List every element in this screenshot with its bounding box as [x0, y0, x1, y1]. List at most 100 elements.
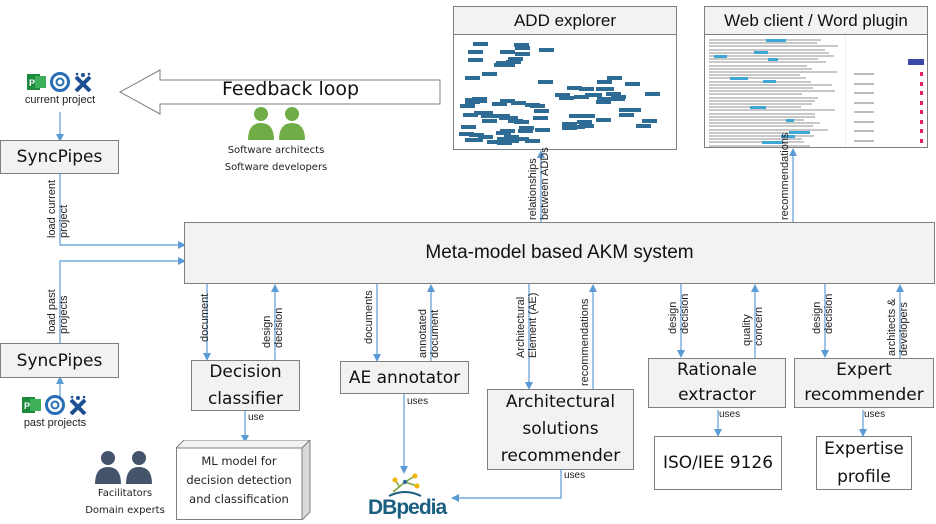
graph-node: [486, 139, 502, 144]
graph-node: [561, 122, 577, 127]
graph-node: [503, 138, 519, 143]
web-client-title: Web client / Word plugin: [705, 7, 927, 35]
doc-text-line: [709, 45, 838, 48]
current-project-icons: P: [27, 72, 93, 92]
graph-node: [566, 86, 582, 91]
doc-text-line: [709, 141, 805, 144]
doc-highlight: [761, 140, 784, 144]
doc-highlight: [762, 80, 777, 84]
current-project-caption: current project: [24, 94, 96, 106]
graph-node: [534, 109, 550, 114]
doc-text-line: [709, 125, 813, 128]
graph-node: [467, 50, 483, 54]
doc-highlight: [754, 51, 769, 55]
graph-node: [468, 138, 484, 143]
doc-text-line: [709, 80, 812, 83]
graph-node: [576, 120, 592, 125]
domain-team-icon: [95, 451, 152, 484]
doc-highlight: [713, 54, 727, 58]
sidebar-row: [854, 73, 874, 75]
add-explorer-panel: ADD explorer: [453, 6, 677, 150]
sidebar-row: [854, 120, 874, 123]
edge-load-past: [59, 257, 186, 343]
web-client-document: [705, 35, 845, 147]
doc-text-line: [709, 119, 805, 121]
edge-load-current: [59, 173, 186, 249]
graph-node: [503, 135, 519, 140]
graph-node: [515, 51, 531, 56]
edge-uses-dbpedia-2: [451, 470, 562, 502]
doc-text-line: [709, 131, 809, 134]
uses-label-rationale-extractor: uses: [719, 409, 741, 420]
graph-node: [463, 113, 479, 118]
graph-node: [477, 135, 493, 140]
graph-node: [508, 56, 524, 61]
ae-annotator: AE annotator: [340, 361, 469, 394]
graph-node: [492, 102, 508, 107]
doc-text-line: [709, 55, 835, 57]
graph-node: [533, 116, 549, 121]
sidebar-row: [854, 92, 874, 94]
graph-node: [595, 100, 611, 105]
edge-label-document: document: [199, 293, 211, 342]
sidebar-row-marker: [920, 81, 923, 86]
graph-node: [500, 129, 516, 134]
graph-node: [473, 110, 489, 115]
uses-label-arch-recommender: uses: [564, 470, 586, 481]
sidebar-row: [854, 139, 874, 142]
jira-icon: [69, 395, 87, 415]
past-projects-caption: past projects: [23, 417, 87, 429]
graph-node: [579, 114, 595, 119]
doc-text-line: [709, 83, 833, 86]
graph-node: [568, 114, 584, 119]
svg-text:P: P: [29, 78, 35, 88]
feedback-arrow: [118, 69, 441, 115]
svg-text:P: P: [24, 401, 30, 411]
doc-text-line: [709, 48, 826, 51]
doc-text-line: [709, 96, 819, 99]
graph-node: [496, 141, 512, 146]
graph-node: [514, 119, 530, 124]
uses-label-decision-classifier: use: [248, 412, 265, 423]
graph-node: [596, 97, 612, 102]
graph-node: [644, 91, 660, 96]
iso-9126: ISO/IEE 9126: [654, 436, 782, 490]
doc-highlight: [785, 118, 794, 122]
graph-node: [460, 124, 476, 129]
graph-node: [518, 129, 534, 134]
graph-node: [537, 79, 553, 84]
ml-model-box-shape: [176, 440, 311, 520]
edge-label-recommendations: recommendations: [579, 298, 591, 386]
sidebar-row-marker: [920, 110, 923, 114]
graph-node: [482, 72, 498, 77]
graph-node: [458, 131, 474, 136]
sidebar-row-marker: [920, 119, 923, 124]
graph-node: [525, 103, 541, 108]
dbpedia-logo: DBpedia: [368, 496, 447, 519]
graph-node: [480, 113, 496, 118]
doc-text-line: [709, 90, 835, 93]
doc-text-line: [709, 87, 813, 89]
doc-text-line: [709, 74, 801, 77]
graph-node: [635, 124, 651, 129]
doc-text-line: [709, 138, 803, 141]
uses-label-expert-recommender: uses: [864, 409, 886, 420]
doc-text-line: [709, 71, 838, 73]
graph-node: [505, 59, 521, 64]
akm-system: Meta-model based AKM system: [184, 222, 935, 284]
sidebar-button: [908, 59, 924, 65]
edge-label-recommendations-top: recommendations: [779, 132, 791, 220]
feedback-loop-label: Feedback loop: [222, 78, 360, 100]
doc-highlight: [781, 134, 795, 138]
graph-node: [609, 97, 625, 102]
graph-node: [460, 104, 476, 109]
syncpipes-past: SyncPipes: [0, 343, 119, 378]
ms-project-icon: P: [27, 74, 46, 90]
add-explorer-title: ADD explorer: [454, 7, 676, 35]
graph-node: [642, 118, 658, 123]
graph-node: [605, 91, 621, 96]
